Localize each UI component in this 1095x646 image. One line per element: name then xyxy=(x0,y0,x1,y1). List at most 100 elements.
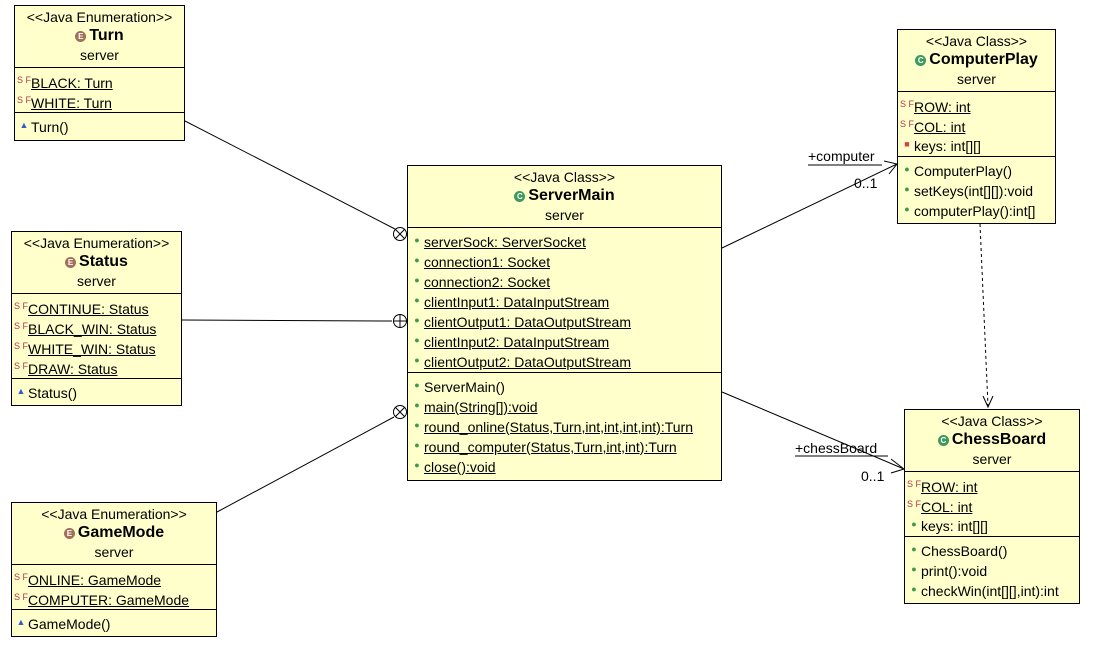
field: connection2: Socket xyxy=(424,274,551,290)
methods-section: ▲Status() xyxy=(12,379,181,403)
field: serverSock: ServerSocket xyxy=(424,234,586,250)
static-final-icon: S F xyxy=(907,479,922,489)
fields-section: S FBLACK: Turn S FWHITE: Turn xyxy=(15,68,184,113)
method: ComputerPlay() xyxy=(914,163,1013,179)
constructor-icon: ● xyxy=(414,380,420,390)
package-label: server xyxy=(972,451,1012,467)
methods-section: ▲Turn() xyxy=(15,113,184,137)
methods-section: ●ServerMain() ●main(String[]):void ●roun… xyxy=(408,373,721,477)
public-field-icon: ● xyxy=(911,519,917,529)
class-name: ChessBoard xyxy=(951,431,1047,448)
static-field-icon: ● xyxy=(414,355,420,365)
field: clientOutput1: DataOutputStream xyxy=(424,314,631,330)
package-label: server xyxy=(957,71,996,87)
class-name: GameMode xyxy=(77,524,165,541)
method: round_computer(Status,Turn,int,int):Turn xyxy=(424,439,677,455)
class-name: ComputerPlay xyxy=(929,51,1038,68)
turn-nesting-line xyxy=(184,120,396,230)
status-nesting-line xyxy=(181,319,393,322)
computer-association-line xyxy=(721,163,898,249)
stereotype-label: <<Java Class>> xyxy=(925,33,1028,49)
static-field-icon: ● xyxy=(414,295,420,305)
static-field-icon: ● xyxy=(414,275,420,285)
chessboard-multiplicity-label: 0..1 xyxy=(861,468,885,484)
fields-section: S FONLINE: GameMode S FCOMPUTER: GameMod… xyxy=(12,565,216,610)
chessboard-association-line xyxy=(721,391,905,470)
static-method-icon: ● xyxy=(414,460,420,470)
method: checkWin(int[][],int):int xyxy=(921,583,1059,599)
constructor-icon: ▲ xyxy=(16,386,26,396)
static-final-icon: S F xyxy=(17,75,32,85)
field: WHITE_WIN: Status xyxy=(28,341,156,357)
method: print():void xyxy=(921,563,988,579)
stereotype-label: <<Java Enumeration>> xyxy=(26,9,173,25)
public-method-icon: ● xyxy=(904,184,910,194)
field: ROW: int xyxy=(914,99,971,115)
computer-role-label: +computer xyxy=(808,148,875,164)
stereotype-label: <<Java Class>> xyxy=(513,169,616,185)
class-icon: C xyxy=(915,55,927,66)
static-field-icon: ● xyxy=(414,315,420,325)
fields-section: S FCONTINUE: Status S FBLACK_WIN: Status… xyxy=(12,294,181,379)
field: clientInput1: DataInputStream xyxy=(424,294,610,310)
constructor-icon: ● xyxy=(911,544,917,554)
constructor-icon: ▲ xyxy=(16,617,26,627)
field: DRAW: Status xyxy=(28,361,118,377)
field: BLACK_WIN: Status xyxy=(28,321,157,337)
method: setKeys(int[][]):void xyxy=(914,183,1034,199)
fields-section: ●serverSock: ServerSocket ●connection1: … xyxy=(408,228,721,373)
method: close():void xyxy=(424,459,496,475)
field: BLACK: Turn xyxy=(31,75,113,91)
package-label: server xyxy=(80,47,119,63)
methods-section: ▲GameMode() xyxy=(12,610,216,634)
field: clientOutput2: DataOutputStream xyxy=(424,354,631,370)
computer-multiplicity-label: 0..1 xyxy=(854,175,878,191)
method: ChessBoard() xyxy=(921,543,1008,559)
static-method-icon: ● xyxy=(414,420,420,430)
turn-nesting-icon xyxy=(393,227,407,241)
dependency-line xyxy=(979,223,989,407)
enum-icon: E xyxy=(65,257,77,268)
field: keys: int[][] xyxy=(921,518,988,534)
package-label: server xyxy=(94,544,134,560)
field: keys: int[][] xyxy=(914,138,981,154)
static-field-icon: ● xyxy=(414,255,420,265)
methods-section: ●ChessBoard() ●print():void ●checkWin(in… xyxy=(905,537,1079,601)
fields-section: S FROW: int S FCOL: int ●keys: int[][] xyxy=(905,472,1079,537)
class-name: Status xyxy=(79,253,128,270)
constructor-icon: ▲ xyxy=(19,120,29,130)
static-method-icon: ● xyxy=(414,400,420,410)
public-method-icon: ● xyxy=(911,584,917,594)
class-icon: C xyxy=(937,435,949,446)
static-final-icon: S F xyxy=(907,499,922,509)
chessboard-role-label: +chessBoard xyxy=(795,440,878,456)
static-final-icon: S F xyxy=(14,341,29,351)
gamemode-nesting-line xyxy=(216,416,395,513)
field: COL: int xyxy=(921,499,973,515)
enum-icon: E xyxy=(75,31,87,42)
package-label: server xyxy=(77,273,116,289)
fields-section: S FROW: int S FCOL: int ■keys: int[][] xyxy=(898,92,1055,157)
class-name: ServerMain xyxy=(528,187,615,204)
constructor-icon: ● xyxy=(904,164,910,174)
public-method-icon: ● xyxy=(904,204,910,214)
field: clientInput2: DataInputStream xyxy=(424,334,610,350)
method: round_online(Status,Turn,int,int,int,int… xyxy=(424,419,693,435)
static-final-icon: S F xyxy=(14,572,29,582)
field: ONLINE: GameMode xyxy=(28,572,162,588)
static-final-icon: S F xyxy=(14,301,29,311)
stereotype-label: <<Java Class>> xyxy=(941,413,1043,429)
status-nesting-icon xyxy=(393,314,407,328)
field: ROW: int xyxy=(921,479,978,495)
